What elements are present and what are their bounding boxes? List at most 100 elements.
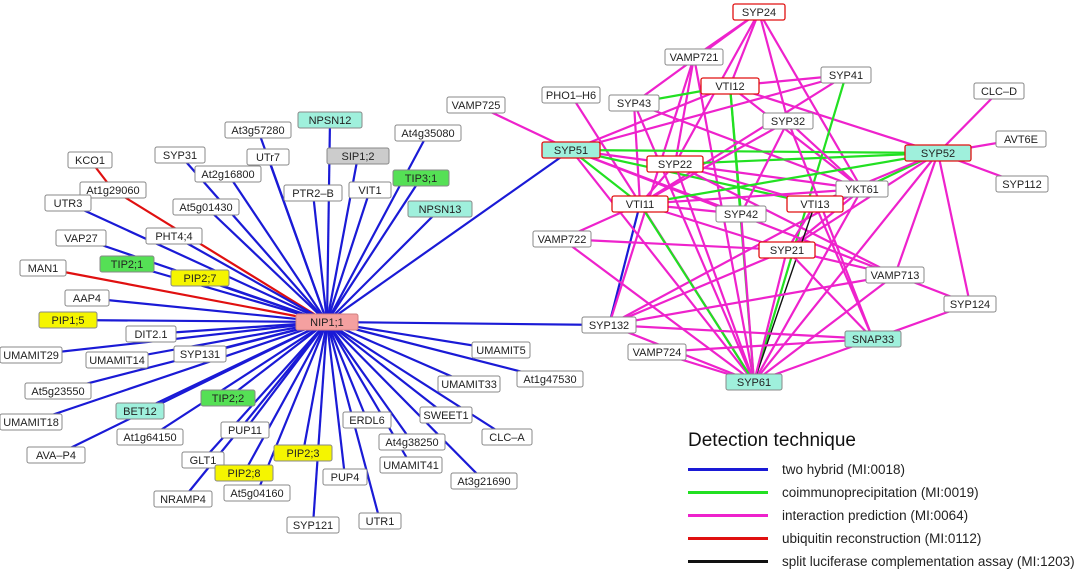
node-tip3-1[interactable]: TIP3;1 xyxy=(392,169,450,187)
node-umamit18[interactable]: UMAMIT18 xyxy=(0,413,63,431)
legend: Detection technique two hybrid (MI:0018)… xyxy=(688,430,1078,573)
node-box xyxy=(116,428,184,446)
node-vti13[interactable]: VTI13 xyxy=(786,195,844,213)
node-label: At5g04160 xyxy=(230,488,283,500)
node-utr1[interactable]: UTR1 xyxy=(358,512,402,530)
node-at1g29060[interactable]: At1g29060 xyxy=(79,181,147,199)
node-vamp721[interactable]: VAMP721 xyxy=(664,48,724,66)
node-syp121[interactable]: SYP121 xyxy=(286,516,340,534)
node-pip1-5[interactable]: PIP1;5 xyxy=(38,311,98,329)
node-syp31[interactable]: SYP31 xyxy=(154,146,206,164)
node-at5g23550[interactable]: At5g23550 xyxy=(24,382,92,400)
node-ptr2-b[interactable]: PTR2–B xyxy=(283,184,343,202)
node-sweet1[interactable]: SWEET1 xyxy=(419,406,473,424)
node-vamp725[interactable]: VAMP725 xyxy=(446,96,506,114)
node-box xyxy=(481,428,533,446)
node-utr3[interactable]: UTR3 xyxy=(44,194,92,212)
node-man1[interactable]: MAN1 xyxy=(19,259,67,277)
node-vti12[interactable]: VTI12 xyxy=(700,77,760,95)
node-vamp722[interactable]: VAMP722 xyxy=(532,230,592,248)
node-syp21[interactable]: SYP21 xyxy=(758,241,816,259)
node-pip2-3[interactable]: PIP2;3 xyxy=(273,444,333,462)
node-clc-a[interactable]: CLC–A xyxy=(481,428,533,446)
node-umamit14[interactable]: UMAMIT14 xyxy=(85,351,149,369)
node-syp112[interactable]: SYP112 xyxy=(995,175,1049,193)
node-kco1[interactable]: KCO1 xyxy=(67,151,113,169)
legend-label: coimmunoprecipitation (MI:0019) xyxy=(782,485,979,500)
node-at4g35080[interactable]: At4g35080 xyxy=(394,124,462,142)
node-label: PIP2;3 xyxy=(286,448,319,460)
node-umamit33[interactable]: UMAMIT33 xyxy=(437,375,501,393)
node-npsn13[interactable]: NPSN13 xyxy=(407,200,473,218)
node-clc-d[interactable]: CLC–D xyxy=(973,82,1025,100)
node-box xyxy=(516,370,584,388)
node-syp42[interactable]: SYP42 xyxy=(715,205,767,223)
node-tip2-1[interactable]: TIP2;1 xyxy=(99,255,155,273)
node-at5g01430[interactable]: At5g01430 xyxy=(172,198,240,216)
node-label: SYP21 xyxy=(770,245,804,257)
node-label: SYP112 xyxy=(1002,179,1042,191)
node-pip2-8[interactable]: PIP2;8 xyxy=(214,464,274,482)
node-sip1-2[interactable]: SIP1;2 xyxy=(326,147,390,165)
node-syp124[interactable]: SYP124 xyxy=(943,295,997,313)
node-ava-p4[interactable]: AVA–P4 xyxy=(26,446,86,464)
node-label: NPSN12 xyxy=(309,115,352,127)
node-vti11[interactable]: VTI11 xyxy=(611,195,669,213)
node-syp43[interactable]: SYP43 xyxy=(608,94,660,112)
node-pht4-4[interactable]: PHT4;4 xyxy=(145,227,203,245)
node-nip1-1[interactable]: NIP1;1 xyxy=(295,313,359,331)
node-dit2-1[interactable]: DIT2.1 xyxy=(125,325,177,343)
node-vamp724[interactable]: VAMP724 xyxy=(627,343,687,361)
node-npsn12[interactable]: NPSN12 xyxy=(297,111,363,129)
node-pho1-h6[interactable]: PHO1–H6 xyxy=(541,86,601,104)
node-box xyxy=(786,195,844,213)
node-erdl6[interactable]: ERDL6 xyxy=(342,411,392,429)
node-at4g38250[interactable]: At4g38250 xyxy=(378,433,446,451)
node-umamit41[interactable]: UMAMIT41 xyxy=(379,456,443,474)
node-syp41[interactable]: SYP41 xyxy=(820,66,872,84)
node-aap4[interactable]: AAP4 xyxy=(64,289,110,307)
node-pup4[interactable]: PUP4 xyxy=(322,468,368,486)
node-box xyxy=(627,343,687,361)
node-at3g21690[interactable]: At3g21690 xyxy=(450,472,518,490)
node-ykt61[interactable]: YKT61 xyxy=(835,180,889,198)
node-at2g16800[interactable]: At2g16800 xyxy=(194,165,262,183)
node-syp22[interactable]: SYP22 xyxy=(646,155,704,173)
node-nramp4[interactable]: NRAMP4 xyxy=(153,490,213,508)
node-box xyxy=(358,512,402,530)
edge-two-hybrid xyxy=(116,320,328,362)
node-at1g47530[interactable]: At1g47530 xyxy=(516,370,584,388)
node-syp32[interactable]: SYP32 xyxy=(762,112,814,130)
node-box xyxy=(407,200,473,218)
node-vap27[interactable]: VAP27 xyxy=(55,229,107,247)
node-avt6e[interactable]: AVT6E xyxy=(995,130,1047,148)
node-bet12[interactable]: BET12 xyxy=(115,402,165,420)
node-syp52[interactable]: SYP52 xyxy=(904,144,972,162)
node-vit1[interactable]: VIT1 xyxy=(348,181,392,199)
edge-two-hybrid xyxy=(311,321,329,526)
node-umamit29[interactable]: UMAMIT29 xyxy=(0,346,63,364)
node-syp51[interactable]: SYP51 xyxy=(541,141,601,159)
node-umamit5[interactable]: UMAMIT5 xyxy=(471,341,531,359)
node-utr7[interactable]: UTr7 xyxy=(246,148,290,166)
edge-two-hybrid xyxy=(325,189,372,323)
node-snap33[interactable]: SNAP33 xyxy=(844,330,902,348)
node-label: VAMP725 xyxy=(452,100,501,112)
node-pup11[interactable]: PUP11 xyxy=(220,421,270,439)
node-tip2-2[interactable]: TIP2;2 xyxy=(200,389,256,407)
node-syp61[interactable]: SYP61 xyxy=(725,373,783,391)
node-syp132[interactable]: SYP132 xyxy=(581,316,637,334)
node-box xyxy=(173,345,227,363)
node-pip2-7[interactable]: PIP2;7 xyxy=(170,269,230,287)
node-label: PUP4 xyxy=(331,472,360,484)
node-at5g04160[interactable]: At5g04160 xyxy=(223,484,291,502)
node-glt1[interactable]: GLT1 xyxy=(181,451,225,469)
node-vamp713[interactable]: VAMP713 xyxy=(865,266,925,284)
node-label: UMAMIT18 xyxy=(3,417,59,429)
node-label: SYP42 xyxy=(724,209,758,221)
node-at3g57280[interactable]: At3g57280 xyxy=(224,121,292,139)
node-syp131[interactable]: SYP131 xyxy=(173,345,227,363)
node-at1g64150[interactable]: At1g64150 xyxy=(116,428,184,446)
node-syp24[interactable]: SYP24 xyxy=(732,3,786,21)
